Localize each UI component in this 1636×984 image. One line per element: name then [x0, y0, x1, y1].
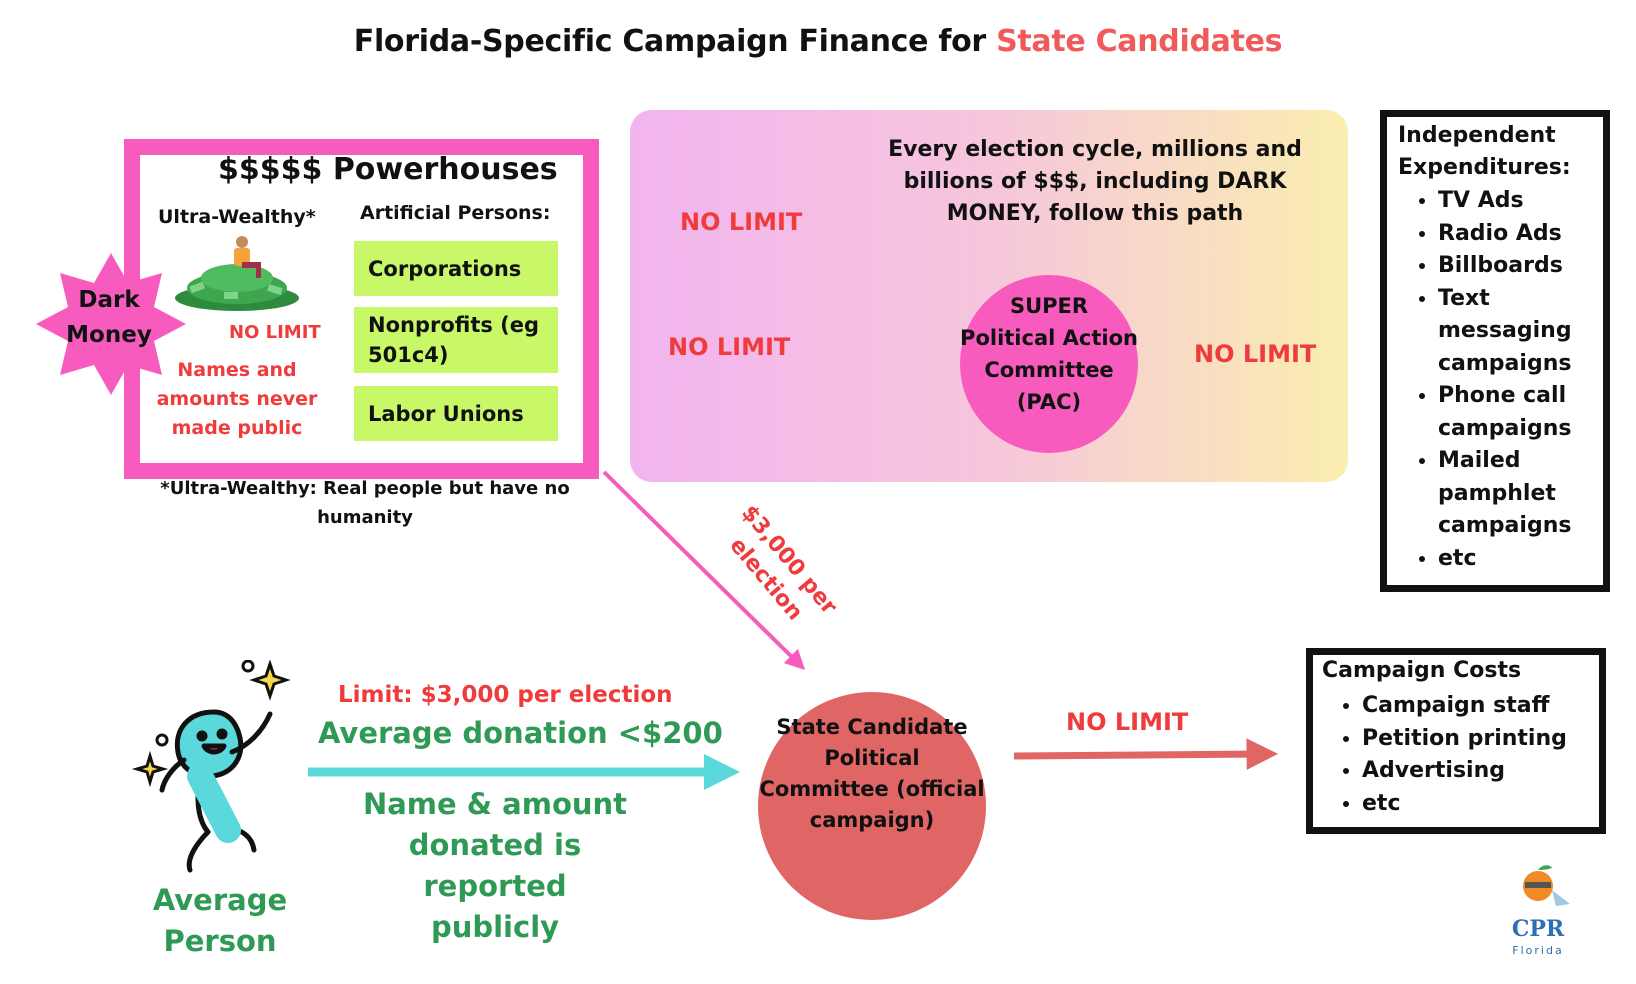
- money-pile-icon: [175, 236, 299, 311]
- page-title: Florida-Specific Campaign Finance for St…: [0, 24, 1636, 59]
- cpr-florida-logo: CPR Florida: [1512, 865, 1570, 957]
- campaign-costs-box: [1306, 648, 1606, 834]
- list-item: Campaign staff: [1362, 690, 1612, 723]
- state-committee-label: State Candidate Political Committee (off…: [759, 715, 985, 832]
- flow-description: Every election cycle, millions and billi…: [888, 137, 1302, 226]
- mid-no-limit-label: NO LIMIT: [668, 333, 791, 361]
- nonprofits-box: Nonprofits (eg 501c4): [354, 307, 558, 373]
- powerhouses-heading: $$$$$ Powerhouses: [218, 152, 558, 187]
- title-prefix: Florida-Specific Campaign Finance for: [353, 24, 997, 59]
- list-item: Radio Ads: [1438, 218, 1608, 251]
- ultra-wealthy-label: Ultra-Wealthy*: [158, 206, 316, 228]
- list-item: Mailed pamphlet campaigns: [1438, 445, 1608, 543]
- dark-money-no-limit: NO LIMIT: [229, 322, 321, 343]
- list-item: Advertising: [1362, 755, 1612, 788]
- independent-expenditures-title: Independent Expenditures:: [1398, 123, 1571, 180]
- list-item: Text messaging campaigns: [1438, 283, 1608, 381]
- logo-subtext: Florida: [1512, 944, 1563, 957]
- average-person-icon: [131, 660, 291, 873]
- campaign-costs-arrow: [1013, 738, 1279, 770]
- independent-expenditures-box: [1380, 110, 1610, 592]
- average-person-label: Average Person: [152, 883, 288, 958]
- right-no-limit-label: NO LIMIT: [1194, 340, 1317, 368]
- list-item: Billboards: [1438, 250, 1608, 283]
- campaign-costs-title: Campaign Costs: [1322, 658, 1522, 683]
- ultra-wealthy-footnote: *Ultra-Wealthy: Real people but have no …: [160, 478, 570, 528]
- super-pac-label: SUPER Political Action Committee (PAC): [960, 294, 1138, 414]
- independent-expenditures-list: TV Ads Radio Ads Billboards Text messagi…: [1412, 185, 1608, 575]
- artificial-persons-label: Artificial Persons:: [360, 202, 551, 224]
- diagonal-limit-label: $3,000 per election: [724, 500, 842, 626]
- average-donation-label: Average donation <$200: [318, 716, 723, 750]
- list-item: etc: [1362, 788, 1612, 821]
- list-item: etc: [1438, 543, 1608, 576]
- donation-limit-label: Limit: $3,000 per election: [338, 682, 673, 708]
- campaign-costs-list: Campaign staff Petition printing Adverti…: [1336, 690, 1612, 820]
- title-highlight: State Candidates: [996, 24, 1283, 59]
- list-item: TV Ads: [1438, 185, 1608, 218]
- reported-publicly-label: Name & amount donated is reported public…: [362, 787, 628, 944]
- corporations-box: Corporations: [354, 241, 558, 296]
- super-pac-circle: [960, 275, 1138, 453]
- dark-money-star-icon: [36, 253, 186, 395]
- dark-money-label: Dark Money: [66, 287, 152, 348]
- logo-text: CPR: [1512, 916, 1565, 942]
- list-item: Phone call campaigns: [1438, 380, 1608, 445]
- list-item: Petition printing: [1362, 723, 1612, 756]
- labor-unions-box: Labor Unions: [354, 386, 558, 441]
- secrecy-note: Names and amounts never made public: [156, 359, 318, 439]
- state-committee-circle: [758, 692, 986, 920]
- campaign-costs-no-limit-label: NO LIMIT: [1066, 708, 1189, 736]
- top-no-limit-label: NO LIMIT: [680, 208, 803, 236]
